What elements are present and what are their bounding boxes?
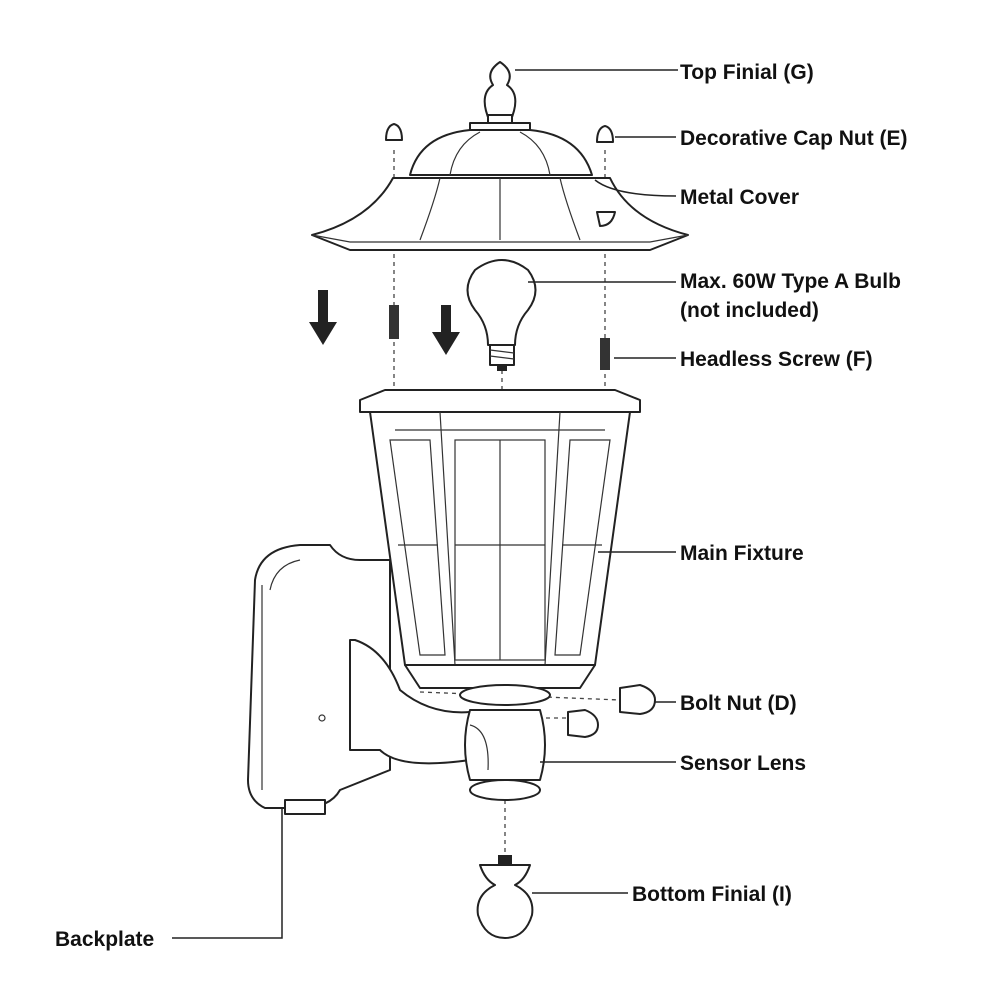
headless-screw-right	[600, 338, 610, 370]
label-top-finial: Top Finial (G)	[680, 61, 814, 84]
sensor-lens	[459, 684, 551, 801]
metal-cover	[311, 122, 689, 251]
decorative-cap-nut-right	[596, 125, 614, 143]
label-bottom-finial: Bottom Finial (I)	[632, 883, 792, 906]
bolt-nut-bottom	[567, 709, 599, 738]
bottom-finial	[476, 855, 534, 939]
label-backplate: Backplate	[55, 928, 154, 951]
decorative-cap-nut-left	[385, 123, 403, 141]
label-metal-cover: Metal Cover	[680, 186, 799, 209]
down-arrow-left	[309, 290, 337, 345]
label-bolt-nut: Bolt Nut (D)	[680, 692, 797, 715]
label-bulb: Max. 60W Type A Bulb	[680, 270, 901, 293]
label-main-fixture: Main Fixture	[680, 542, 804, 565]
main-fixture	[359, 389, 641, 689]
bulb	[466, 259, 537, 371]
label-headless-screw: Headless Screw (F)	[680, 348, 873, 371]
label-sensor-lens: Sensor Lens	[680, 752, 806, 775]
down-arrow-right	[432, 305, 460, 355]
bolt-nut-top	[619, 684, 656, 715]
leader-lines	[172, 69, 678, 939]
arm	[318, 639, 471, 765]
headless-screw-left	[389, 305, 399, 339]
label-bulb-note: (not included)	[680, 299, 819, 322]
top-finial	[483, 61, 517, 126]
label-cap-nut: Decorative Cap Nut (E)	[680, 127, 908, 150]
